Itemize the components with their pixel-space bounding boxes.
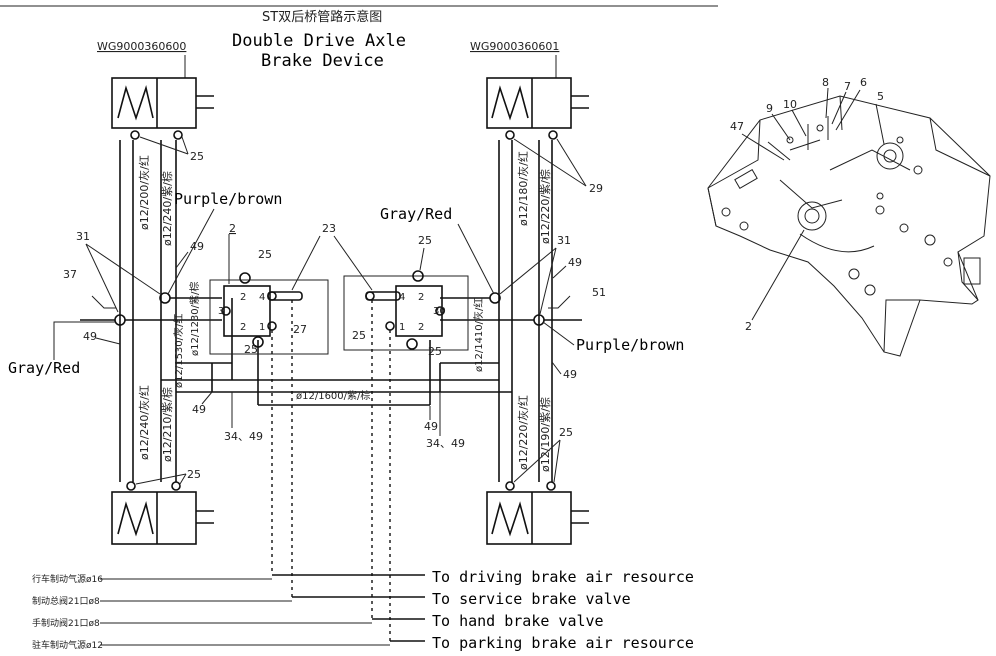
ref-25-a: 25	[190, 150, 204, 163]
port-2-bottom: 2	[240, 322, 246, 333]
conn-cn-4: 驻车制动气源ø12	[32, 639, 103, 651]
ref-25-c: 25	[418, 234, 432, 247]
ref-49-f: 49	[424, 420, 438, 433]
title-line-1: Double Drive Axle	[232, 31, 406, 51]
color-labels: Purple/brown Gray/Red Gray/Red Purple/br…	[8, 190, 684, 377]
pipe-label-11: ø12/220/灰/红	[516, 395, 530, 470]
conn-cn-3: 手制动阀21口ø8	[32, 617, 100, 629]
ref-25-f: 25	[428, 345, 442, 358]
title-line-2: Brake Device	[261, 51, 384, 71]
ref-49-c: 49	[568, 256, 582, 269]
left-vertical-pipes	[119, 140, 177, 482]
part-number-left: WG9000360600	[97, 40, 186, 53]
illus-num-47: 47	[730, 120, 744, 133]
conn-en-2: To service brake valve	[432, 590, 631, 608]
ref-34-49-left: 34、49	[224, 430, 263, 443]
ref-25-b: 25	[258, 248, 272, 261]
ref-30: 30	[433, 306, 446, 317]
label-purple-brown-left: Purple/brown	[174, 190, 282, 208]
illus-num-9: 9	[766, 102, 773, 115]
ref-25-g: 25	[187, 468, 201, 481]
ref-25-d: 25	[352, 329, 366, 342]
conn-cn-1: 行车制动气源ø16	[32, 573, 103, 585]
pipe-label-6: ø12/210/紫/棕	[160, 387, 174, 462]
connection-legend: 行车制动气源ø16 To driving brake air resource …	[32, 568, 694, 652]
illus-num-5: 5	[877, 90, 884, 103]
label-purple-brown-right: Purple/brown	[576, 336, 684, 354]
port-1: 1	[259, 322, 265, 333]
pipe-label-2: ø12/240/紫/棕	[160, 171, 174, 246]
relay-valve-left: 2 4 2 1 3	[209, 272, 329, 355]
illus-num-6: 6	[860, 76, 867, 89]
pipe-label-5: ø12/240/灰/红	[137, 385, 151, 460]
conn-en-3: To hand brake valve	[432, 612, 604, 630]
control-dashed-lines	[271, 300, 391, 641]
horizontal-manifold	[125, 297, 534, 406]
ref-51: 51	[592, 286, 606, 299]
port-4-right: 4	[399, 292, 405, 303]
ref-23: 23	[322, 222, 336, 235]
ref-49-a: 49	[190, 240, 204, 253]
pipe-label-8: ø12/1230/紫/棕	[188, 282, 201, 356]
ref-25-e: 25	[244, 343, 258, 356]
ref-2: 2	[229, 222, 236, 235]
chamber-top-right: WG9000360601	[470, 40, 589, 129]
chamber-top-left: WG9000360600	[97, 40, 214, 129]
port-3: 3	[218, 306, 224, 317]
port-2-right-bottom: 2	[418, 322, 424, 333]
ref-34-49-right: 34、49	[426, 437, 465, 450]
pipe-label-3: ø12/180/灰/红	[516, 151, 530, 226]
pipe-label-10: ø12/1600/紫/棕	[296, 389, 370, 402]
ref-31-a: 31	[76, 230, 90, 243]
illus-num-8: 8	[822, 76, 829, 89]
illus-num-7: 7	[844, 80, 851, 93]
relay-valve-right: 4 2 1 2	[343, 270, 469, 351]
conn-cn-2: 制动总阀21口ø8	[32, 595, 100, 607]
reference-numbers: 25 29 49 31 37 49 2 23 25 25 27 25 30 25…	[63, 136, 606, 485]
ref-49-d: 49	[563, 368, 577, 381]
pipe-label-12: ø12/190/紫/棕	[538, 397, 552, 472]
part-number-right: WG9000360601	[470, 40, 559, 53]
axle-housing-illustration: 47 9 10 8 7 6 5 2	[707, 76, 991, 357]
chinese-title: ST双后桥管路示意图	[262, 9, 382, 25]
conn-en-4: To parking brake air resource	[432, 634, 694, 652]
pipe-label-4: ø12/220/紫/棕	[538, 169, 552, 244]
chamber-fittings	[126, 130, 558, 491]
pipe-label-1: ø12/200/灰/红	[137, 155, 151, 230]
ref-29: 29	[589, 182, 603, 195]
chamber-bottom-left	[111, 491, 214, 545]
ref-31-b: 31	[557, 234, 571, 247]
right-vertical-pipes	[498, 140, 553, 482]
label-gray-red-right: Gray/Red	[380, 205, 452, 223]
port-2-right-top: 2	[418, 292, 424, 303]
ref-25-h: 25	[559, 426, 573, 439]
pipe-label-7: ø12/1530/灰/红	[172, 314, 185, 388]
conn-en-1: To driving brake air resource	[432, 568, 694, 586]
label-gray-red-left: Gray/Red	[8, 359, 80, 377]
port-1-right: 1	[399, 322, 405, 333]
ref-49-b: 49	[83, 330, 97, 343]
ref-27: 27	[293, 323, 307, 336]
port-2-top: 2	[240, 292, 246, 303]
ref-49-e: 49	[192, 403, 206, 416]
port-4: 4	[259, 292, 265, 303]
chamber-bottom-right	[486, 491, 589, 545]
ref-37: 37	[63, 268, 77, 281]
pipe-label-9: ø12/1410/灰/红	[472, 298, 485, 372]
pipe-spec-labels: ø12/200/灰/红 ø12/240/紫/棕 ø12/180/灰/红 ø12/…	[137, 151, 552, 472]
side-inlets	[80, 295, 582, 321]
illus-num-2: 2	[745, 320, 752, 333]
illus-num-10: 10	[783, 98, 797, 111]
